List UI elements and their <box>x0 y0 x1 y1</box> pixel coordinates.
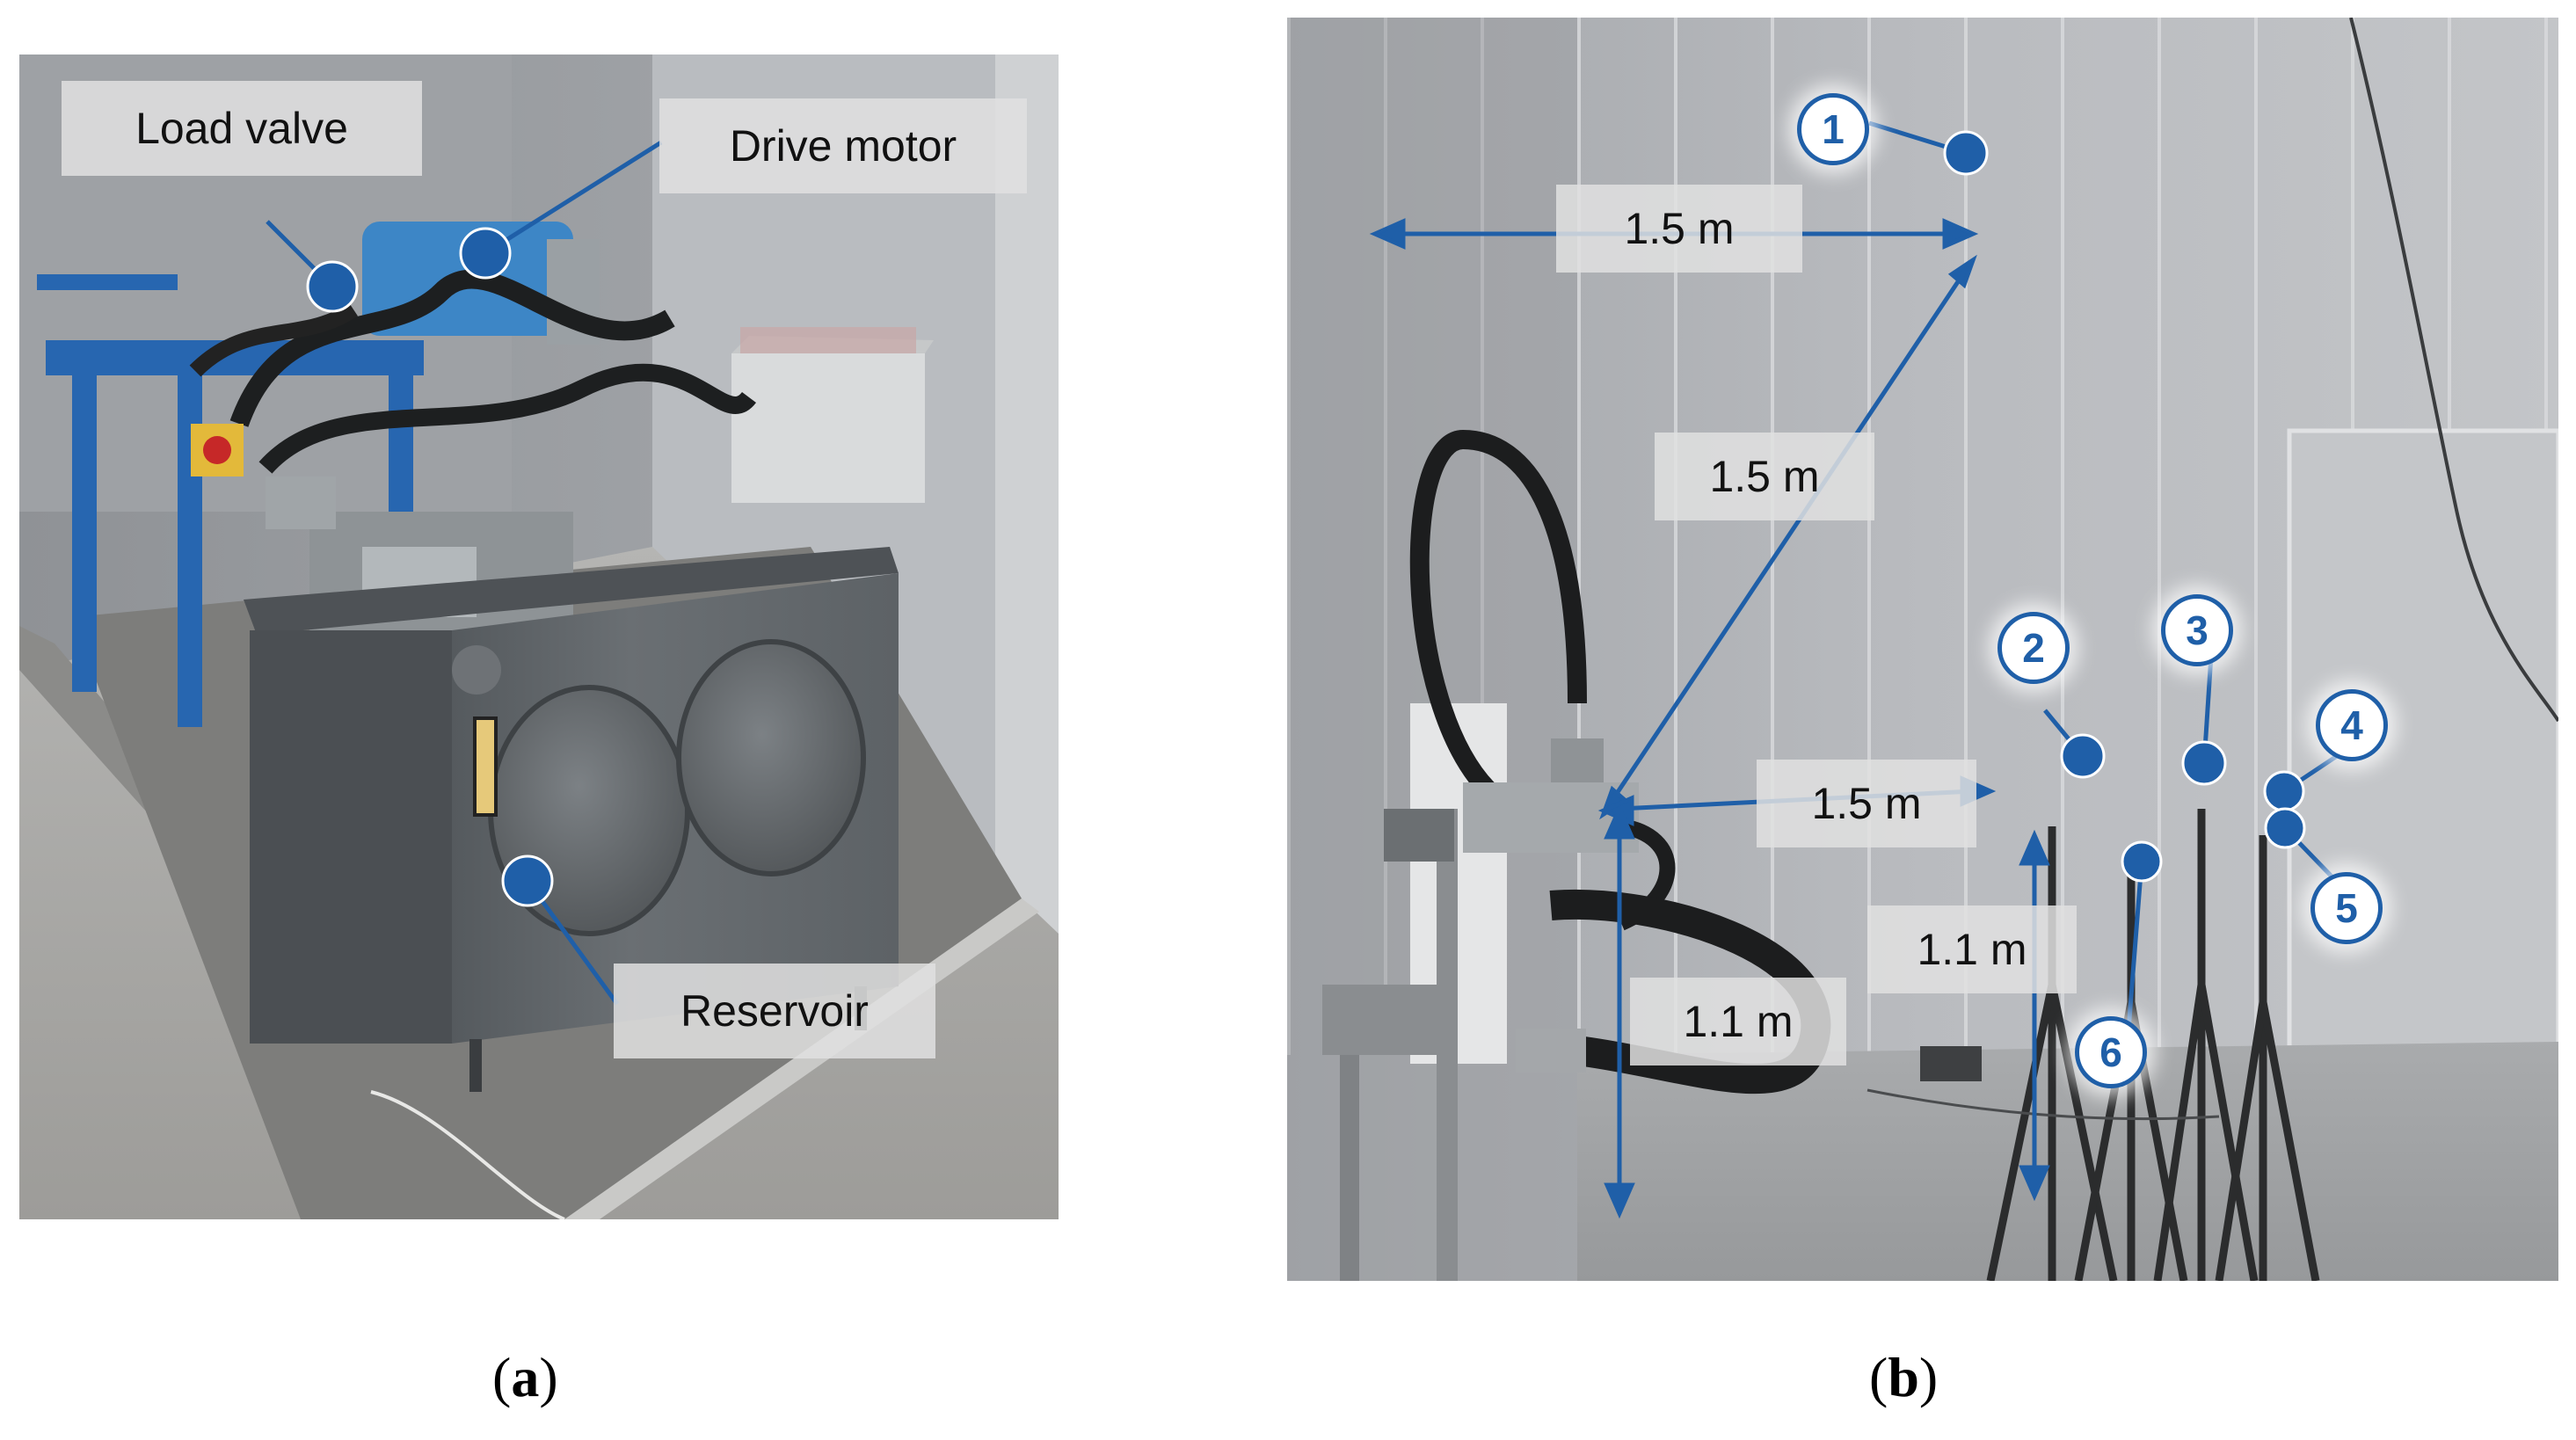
marker-2: 2 <box>1997 612 2070 684</box>
marker-6: 6 <box>2075 1016 2147 1088</box>
photo-hydraulic-test-rig: Load valve Drive motor Reservoir <box>19 55 1059 1219</box>
label-load-valve: Load valve <box>62 81 422 176</box>
caption-b: (b) <box>1869 1346 1939 1408</box>
marker-1: 1 <box>1797 93 1869 165</box>
distance-label-horizontal: 1.5 m <box>1757 760 1976 847</box>
caption-a: (a) <box>492 1346 558 1408</box>
marker-3: 3 <box>2161 594 2233 666</box>
marker-5: 5 <box>2310 872 2383 944</box>
distance-label-top: 1.5 m <box>1556 185 1802 273</box>
height-label-microphone: 1.1 m <box>1867 905 2077 993</box>
distance-label-diagonal: 1.5 m <box>1655 433 1874 520</box>
label-reservoir: Reservoir <box>614 964 935 1058</box>
marker-4: 4 <box>2316 689 2388 761</box>
height-label-source: 1.1 m <box>1630 978 1846 1065</box>
label-drive-motor: Drive motor <box>659 98 1027 193</box>
photo-microphone-setup: 1.5 m 1.5 m 1.5 m 1.1 m 1.1 m 1 2 3 4 5 … <box>1287 18 2558 1281</box>
anechoic-room-photo <box>1287 18 2558 1281</box>
